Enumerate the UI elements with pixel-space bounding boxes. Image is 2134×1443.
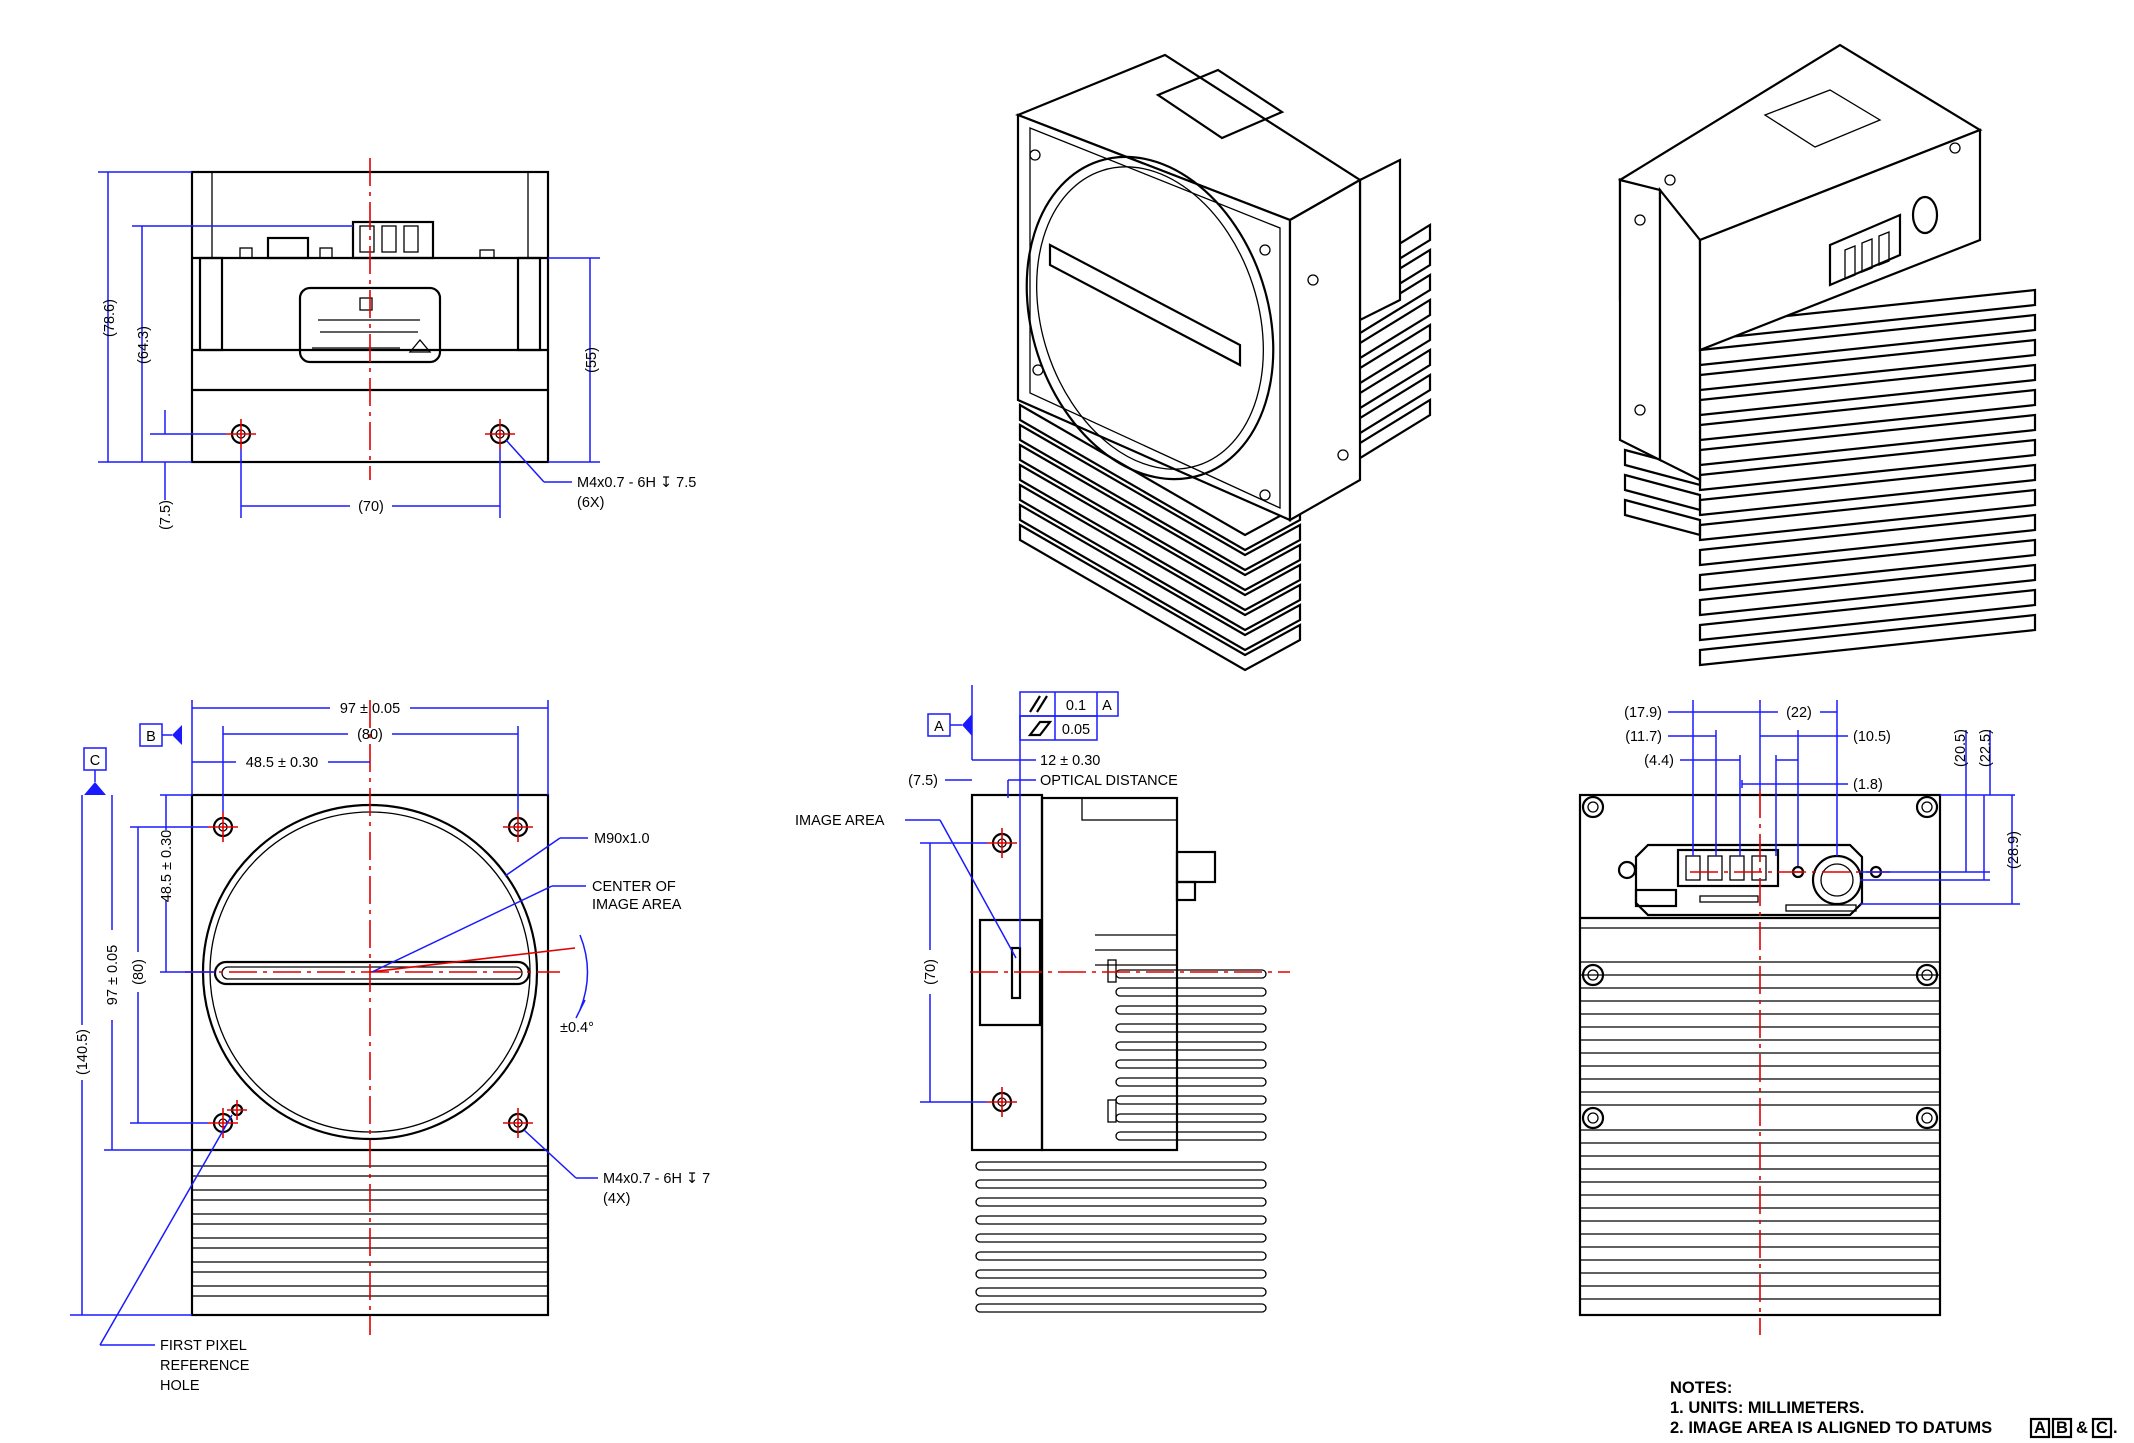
datum-b: B — [146, 729, 156, 745]
top-view-body — [190, 170, 550, 464]
center-label-line2: IMAGE AREA — [592, 897, 682, 913]
top-view: (78.6) (64.3) (55) (7.5) (70) M4x0.7 - 6… — [98, 158, 696, 530]
dim-side-height: (55) — [584, 347, 600, 373]
notes-datum-a: A — [2034, 1419, 2046, 1437]
dim-22: (22) — [1786, 705, 1812, 721]
thread-callout: M4x0.7 - 6H ↧ 7 — [603, 1171, 710, 1187]
dim-hole-offset: (7.5) — [158, 500, 174, 530]
dim-connector-height: (64.3) — [136, 326, 152, 364]
dim-11-7: (11.7) — [1625, 729, 1662, 745]
dim-center-x: 48.5 ± 0.30 — [246, 755, 318, 771]
optical-distance-label: OPTICAL DISTANCE — [1040, 773, 1178, 789]
notes-datum-c: C — [2096, 1419, 2108, 1437]
dim-20-5: (20.5) — [1953, 729, 1969, 767]
isometric-rear — [1618, 43, 2037, 667]
notes-line1: 1. UNITS: MILLIMETERS. — [1670, 1399, 1864, 1417]
dim-height-tol: 97 ± 0.05 — [105, 945, 121, 1005]
side-view: A 0.1 A 0.05 12 ± 0.30 OPTICAL DISTANCE … — [795, 685, 1290, 1313]
datum-a: A — [934, 719, 944, 735]
dim-hole-spacing-y: (80) — [131, 959, 147, 985]
ref-hole-line3: HOLE — [160, 1378, 200, 1394]
dim-hole-spacing: (70) — [358, 499, 384, 515]
flatness-value: 0.05 — [1062, 722, 1090, 738]
rotation-tol: ±0.4° — [560, 1020, 594, 1036]
dim-hole-spacing-x: (80) — [357, 727, 383, 743]
datum-c: C — [90, 753, 100, 769]
notes-amp: & — [2076, 1419, 2088, 1437]
back-view: (17.9) (11.7) (4.4) (22) (10.5) (1.8) (2… — [1578, 700, 2022, 1335]
dim-width-tol: 97 ± 0.05 — [340, 701, 400, 717]
thread-qty: (6X) — [577, 495, 604, 511]
dim-overall-height: (140.5) — [75, 1029, 91, 1075]
front-offset: (7.5) — [908, 773, 938, 789]
thread-callout: M4x0.7 - 6H ↧ 7.5 — [577, 475, 696, 491]
dim-4-4: (4.4) — [1644, 753, 1674, 769]
dim-28-9: (28.9) — [2006, 831, 2022, 869]
dim-hole-spacing: (70) — [923, 959, 939, 985]
notes-datum-b: B — [2056, 1419, 2068, 1437]
dim-10-5: (10.5) — [1853, 729, 1891, 745]
notes-heading: NOTES: — [1670, 1379, 1732, 1397]
ref-hole-line1: FIRST PIXEL — [160, 1338, 247, 1354]
thread-qty: (4X) — [603, 1191, 630, 1207]
dim-center-y: 48.5 ± 0.30 — [159, 830, 175, 902]
dim-1-8: (1.8) — [1853, 777, 1883, 793]
optical-distance: 12 ± 0.30 — [1040, 753, 1100, 769]
mount-thread: M90x1.0 — [594, 831, 650, 847]
parallelism-value: 0.1 — [1066, 698, 1086, 714]
image-area-label: IMAGE AREA — [795, 813, 885, 829]
center-label-line1: CENTER OF — [592, 879, 676, 895]
side-view-fins — [975, 969, 1267, 1313]
dim-22-5: (22.5) — [1978, 729, 1994, 767]
notes-period: . — [2113, 1419, 2118, 1437]
front-view: B C 97 ± 0.05 (80) 48.5 ± 0.30 48.5 ± 0.… — [70, 700, 710, 1394]
dim-17-9: (17.9) — [1624, 705, 1662, 721]
parallelism-datum: A — [1102, 698, 1112, 714]
ref-hole-line2: REFERENCE — [160, 1358, 250, 1374]
dim-overall-height: (78.6) — [102, 299, 118, 337]
isometric-front — [1015, 53, 1432, 672]
notes-block: NOTES: 1. UNITS: MILLIMETERS. 2. IMAGE A… — [1670, 1379, 2118, 1439]
notes-line2: 2. IMAGE AREA IS ALIGNED TO DATUMS — [1670, 1419, 1992, 1437]
